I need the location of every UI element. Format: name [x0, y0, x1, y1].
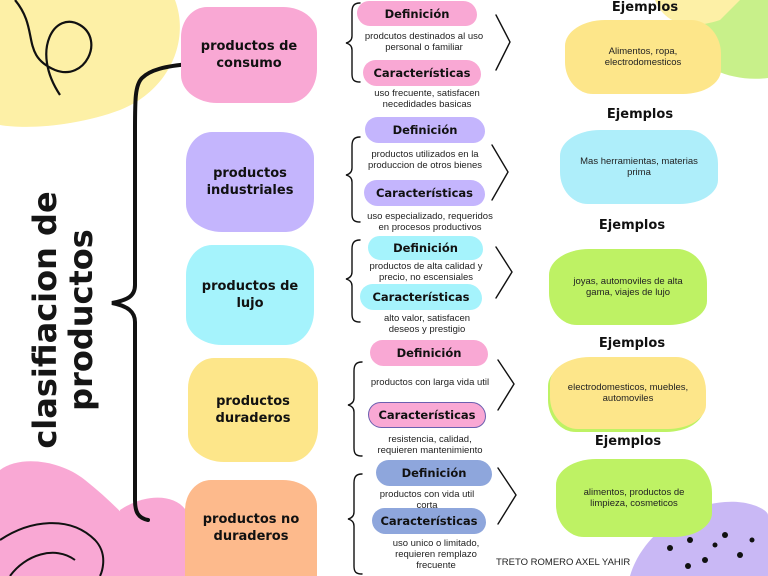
definition-label: Definición — [392, 123, 458, 137]
category-no-duraderos: productos no duraderos — [185, 480, 317, 576]
characteristics-label: Características — [373, 66, 471, 80]
characteristics-pill-no-duraderos: Características — [372, 508, 486, 534]
definition-pill-no-duraderos: Definición — [376, 460, 492, 486]
characteristics-label: Características — [378, 408, 476, 422]
characteristics-label: Características — [372, 290, 470, 304]
category-consumo-label: productos de consumo — [200, 39, 298, 71]
definition-pill-consumo: Definición — [357, 1, 477, 26]
author-name: TRETO ROMERO AXEL YAHIR — [496, 557, 631, 568]
definition-text-industriales: productos utilizados en la produccion de… — [367, 149, 483, 171]
category-consumo: productos de consumo — [181, 7, 317, 103]
category-duraderos-label: productos duraderos — [215, 394, 291, 426]
definition-label: Definición — [384, 6, 450, 21]
characteristics-text-industriales: uso especializado, requeridos en proceso… — [367, 211, 493, 233]
examples-title-lujo: Ejemplos — [598, 218, 666, 233]
category-lujo: productos de lujo — [186, 245, 314, 345]
definition-label: Definición — [401, 466, 467, 480]
definition-label: Definición — [393, 241, 458, 255]
examples-title-no-duraderos: Ejemplos — [594, 434, 662, 449]
examples-box-consumo: Alimentos, ropa, electrodomesticos — [565, 20, 721, 94]
definition-pill-industriales: Definición — [365, 117, 485, 143]
characteristics-pill-industriales: Características — [364, 180, 485, 206]
main-title: clasifiacion de productos — [26, 191, 100, 449]
characteristics-pill-duraderos: Características — [368, 402, 486, 428]
examples-title-consumo: Ejemplos — [611, 0, 679, 15]
definition-pill-lujo: Definición — [368, 236, 483, 260]
category-lujo-label: productos de lujo — [201, 279, 299, 311]
definition-text-no-duraderos: productos con vida util corta — [379, 489, 475, 511]
characteristics-text-lujo: alto valor, satisfacen deseos y prestigi… — [383, 313, 471, 335]
characteristics-label: Características — [380, 514, 478, 528]
characteristics-pill-lujo: Características — [360, 284, 482, 310]
examples-box-duraderos: electrodomesticos, muebles, automoviles — [550, 357, 706, 429]
characteristics-pill-consumo: Características — [363, 60, 481, 86]
category-industriales: productos industriales — [186, 132, 314, 232]
category-duraderos: productos duraderos — [188, 358, 318, 462]
characteristics-label: Características — [375, 186, 474, 200]
examples-box-industriales: Mas herramientas, materias prima — [560, 130, 718, 204]
definition-text-lujo: productos de alta calidad y precio, no e… — [369, 261, 483, 283]
definition-pill-duraderos: Definición — [370, 340, 488, 366]
examples-box-no-duraderos: alimentos, productos de limpieza, cosmet… — [556, 459, 712, 537]
examples-box-lujo: joyas, automoviles de alta gama, viajes … — [549, 249, 707, 325]
definition-label: Definición — [396, 346, 462, 360]
characteristics-text-no-duraderos: uso unico o limitado, requieren remplazo… — [392, 538, 480, 571]
category-industriales-label: productos industriales — [206, 166, 294, 198]
characteristics-text-duraderos: resistencia, calidad, requieren mantenim… — [377, 434, 483, 456]
examples-title-duraderos: Ejemplos — [598, 336, 666, 351]
examples-title-industriales: Ejemplos — [606, 107, 674, 122]
characteristics-text-consumo: uso frecuente, satisfacen necedidades ba… — [374, 88, 480, 110]
category-no-duraderos-label: productos no duraderos — [202, 512, 300, 544]
definition-text-consumo: prodcutos destinados al uso personal o f… — [364, 31, 484, 53]
definition-text-duraderos: productos con larga vida util — [370, 377, 490, 388]
